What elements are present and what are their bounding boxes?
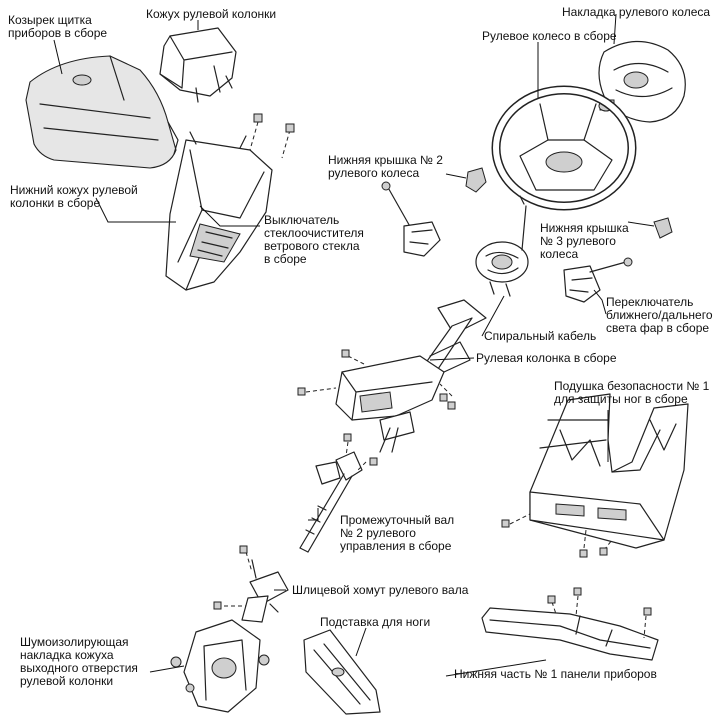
instrument-visor-part: [25, 55, 179, 169]
steering-wheel-pad-part: [598, 40, 686, 123]
label-instrument-visor: Козырек щитка приборов в сборе: [8, 13, 108, 40]
label-spiral-cable: Спиральный кабель: [484, 329, 597, 343]
label-wiper-switch: Выключатель стеклоочистителя ветрового с…: [264, 213, 364, 266]
column-hole-cover-part: [183, 619, 261, 713]
intermediate-shaft-part: [299, 451, 363, 553]
airbag-bolts: [501, 513, 613, 558]
steering-wheel-part: [491, 85, 637, 211]
lower-cover-no2-part: [465, 167, 487, 193]
label-steering-wheel: Рулевое колесо в сборе: [482, 29, 617, 43]
leader-lines: [53, 13, 655, 677]
spiral-cable-part: [475, 195, 529, 297]
label-intermediate-shaft: Промежуточный вал № 2 рулевого управлени…: [340, 513, 455, 553]
column-bolts: [297, 349, 456, 410]
lower-instrument-panel-part: [481, 607, 659, 661]
knee-airbag-part: [529, 393, 689, 549]
spline-clamp-part: [241, 559, 289, 623]
foot-rest-part: [303, 629, 381, 715]
wiper-switch-part: [381, 181, 441, 257]
label-steering-wheel-pad: Накладка рулевого колеса: [562, 5, 711, 19]
label-foot-rest: Подставка для ноги: [320, 615, 431, 629]
label-lower-cover-no3: Нижняя крышка № 3 рулевого колеса: [540, 221, 629, 261]
column-cover-part: [159, 27, 237, 103]
label-lower-panel: Нижняя часть № 1 панели приборов: [454, 667, 657, 681]
steering-column-part: [335, 299, 487, 453]
screws-upper: [249, 113, 295, 159]
label-knee-airbag: Подушка безопасности № 1 для защиты ног …: [554, 379, 710, 406]
label-column-cover: Кожух рулевой колонки: [146, 7, 277, 21]
label-steering-column: Рулевая колонка в сборе: [476, 351, 617, 365]
label-headlight-switch: Переключатель ближнего/дальнего света фа…: [606, 295, 713, 335]
headlight-switch-part: [563, 257, 633, 303]
panel-bolts: [547, 587, 652, 639]
label-lower-column-cover: Нижний кожух рулевой колонки в сборе: [10, 183, 138, 210]
label-lower-cover-no2: Нижняя крышка № 2 рулевого колеса: [328, 153, 443, 180]
lower-column-cover-part: [165, 131, 273, 291]
hole-cover-nuts: [170, 654, 270, 693]
label-spline-clamp: Шлицевой хомут рулевого вала: [292, 583, 469, 597]
shaft-bolts: [343, 433, 378, 471]
lower-cover-no3-part: [653, 217, 673, 239]
label-hole-cover: Шумоизолирующая накладка кожуха выходног…: [20, 635, 138, 688]
clamp-bolts: [213, 545, 253, 610]
